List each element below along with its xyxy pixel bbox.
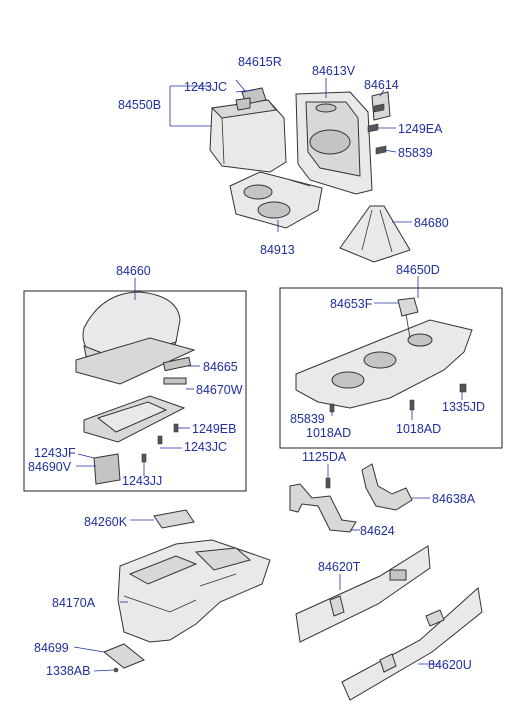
box-84650d xyxy=(279,287,503,449)
part-label-84653f: 84653F xyxy=(330,297,373,311)
screws-top xyxy=(367,123,387,155)
part-label-1335jd: 1335JD xyxy=(442,400,486,414)
part-label-84260k: 84260K xyxy=(84,515,128,529)
part-label-1249eb: 1249EB xyxy=(192,422,237,436)
bracket-84624 xyxy=(289,477,357,533)
part-label-1243jc-b: 1243JC xyxy=(184,440,228,454)
screw-1338ab xyxy=(113,667,119,673)
part-label-84615r: 84615R xyxy=(238,55,282,69)
part-label-84690v: 84690V xyxy=(28,460,72,474)
bracket-84638a xyxy=(361,463,413,511)
part-label-1018ad-a: 1018AD xyxy=(306,426,352,440)
plate-84699 xyxy=(103,643,145,669)
part-label-84620t: 84620T xyxy=(318,560,361,574)
part-label-85839-b: 85839 xyxy=(290,412,325,426)
leader-lines xyxy=(73,78,463,672)
part-label-84650d: 84650D xyxy=(396,263,440,277)
panel-84620t xyxy=(295,545,431,643)
part-label-84614: 84614 xyxy=(364,78,399,92)
part-label-84913: 84913 xyxy=(260,243,295,257)
boot-84680 xyxy=(339,205,411,263)
bracket-84614 xyxy=(371,91,391,121)
console-body-84170a xyxy=(117,539,271,643)
armrest-84660 xyxy=(75,291,196,485)
part-label-84670w: 84670W xyxy=(196,383,243,397)
part-label-1243jf: 1243JF xyxy=(34,446,76,460)
console-84650d xyxy=(295,297,473,413)
cover-84550b xyxy=(209,87,287,173)
part-label-84624: 84624 xyxy=(360,524,395,538)
panel-84620u xyxy=(341,587,483,701)
part-label-1338ab: 1338AB xyxy=(46,664,91,678)
part-label-84660: 84660 xyxy=(116,264,151,278)
part-label-84550b: 84550B xyxy=(118,98,162,112)
part-label-84680: 84680 xyxy=(414,216,449,230)
part-label-84638a: 84638A xyxy=(432,492,476,506)
part-label-1243jj: 1243JJ xyxy=(122,474,163,488)
part-label-1249ea: 1249EA xyxy=(398,122,443,136)
part-label-1125da: 1125DA xyxy=(302,450,347,464)
part-label-84620u: 84620U xyxy=(428,658,472,672)
part-label-1243jc: 1243JC xyxy=(184,80,228,94)
mat-84260k xyxy=(153,509,195,529)
tray-84913 xyxy=(229,171,323,229)
part-label-84613v: 84613V xyxy=(312,64,356,78)
bezel-84613v xyxy=(295,91,373,195)
part-label-84699: 84699 xyxy=(34,641,69,655)
part-label-84665: 84665 xyxy=(203,360,238,374)
part-label-1018ad-b: 1018AD xyxy=(396,422,442,436)
part-label-84170a: 84170A xyxy=(52,596,96,610)
part-label-85839: 85839 xyxy=(398,146,433,160)
